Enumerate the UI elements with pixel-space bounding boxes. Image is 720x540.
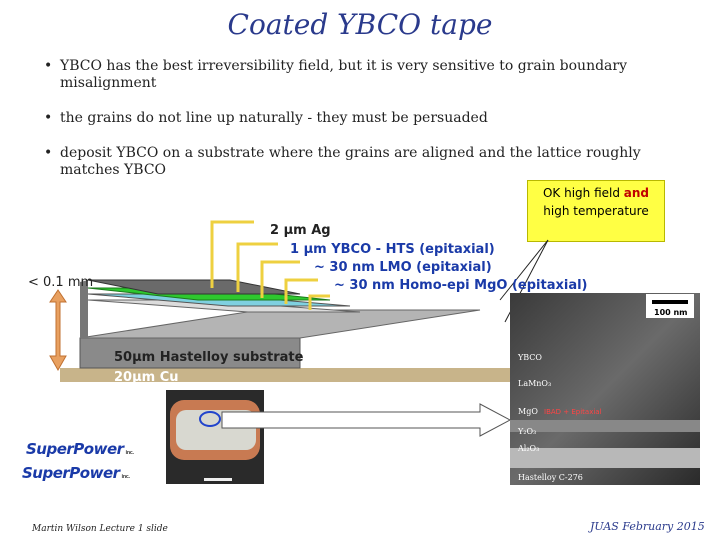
photo-scale-bar: [204, 478, 232, 481]
stack-edge: [80, 280, 88, 338]
micro-band: [510, 448, 700, 468]
micro-label: LaMnO₃: [518, 379, 551, 388]
micro-label: Hastelloy C-276: [518, 473, 583, 482]
callout-line2: high temperature: [543, 204, 649, 218]
bullet-item: the grains do not line up naturally - th…: [44, 110, 684, 127]
micro-label: MgO: [518, 407, 538, 416]
thickness-arrow: [49, 289, 67, 372]
thickness-label: < 0.1 mm: [28, 275, 93, 290]
bullet-item: YBCO has the best irreversibility field,…: [44, 58, 684, 92]
leader-ibad-mgo: [308, 294, 330, 310]
copper-label: 20μm Cu: [114, 370, 179, 385]
callout-leader: [499, 239, 549, 301]
micro-label: Al₂O₃: [517, 444, 539, 453]
leader-ag: [210, 220, 254, 288]
zoom-arrow: [221, 403, 512, 437]
layer-label: ~ 30 nm LMO (epitaxial): [314, 260, 492, 275]
layer-label: 1 μm YBCO - HTS (epitaxial): [290, 242, 495, 257]
footer-left: Martin Wilson Lecture 1 slide: [32, 524, 168, 534]
leader-ybco: [236, 242, 278, 292]
micro-scale-bar: [652, 300, 688, 304]
layer-label: 2 μm Ag: [270, 223, 331, 238]
leader-lmo: [260, 260, 300, 298]
layer-ag: [87, 279, 301, 295]
callout-line1: OK high field: [542, 186, 624, 200]
micro-scale-text: 100 nm: [654, 308, 688, 317]
slide-title: Coated YBCO tape: [227, 8, 493, 41]
bullet-item: deposit YBCO on a substrate where the gr…: [44, 145, 684, 179]
micro-label: Y₂O₃: [517, 427, 536, 436]
bullet-list: YBCO has the best irreversibility field,…: [44, 58, 684, 197]
substrate-label: 50μm Hastelloy substrate: [114, 350, 304, 365]
callout-box: OK high field and high temperature: [527, 180, 665, 242]
micro-label: IBAD + Epitaxial: [544, 408, 602, 416]
footer-right: JUAS February 2015: [590, 520, 705, 533]
micro-band: [510, 420, 700, 432]
micro-label: YBCO: [517, 353, 542, 362]
layer-label: ~ 10 nm IBAD MgO: [352, 294, 491, 309]
layer-label: ~ 30 nm Homo-epi MgO (epitaxial): [334, 278, 588, 293]
micro-scale-box: [646, 294, 694, 318]
substrate-top: [79, 309, 481, 339]
copper-layer: [60, 368, 520, 382]
zoom-circle: [199, 411, 221, 427]
callout-emphasis: and: [623, 186, 650, 200]
leader-homo-mgo: [284, 278, 318, 304]
